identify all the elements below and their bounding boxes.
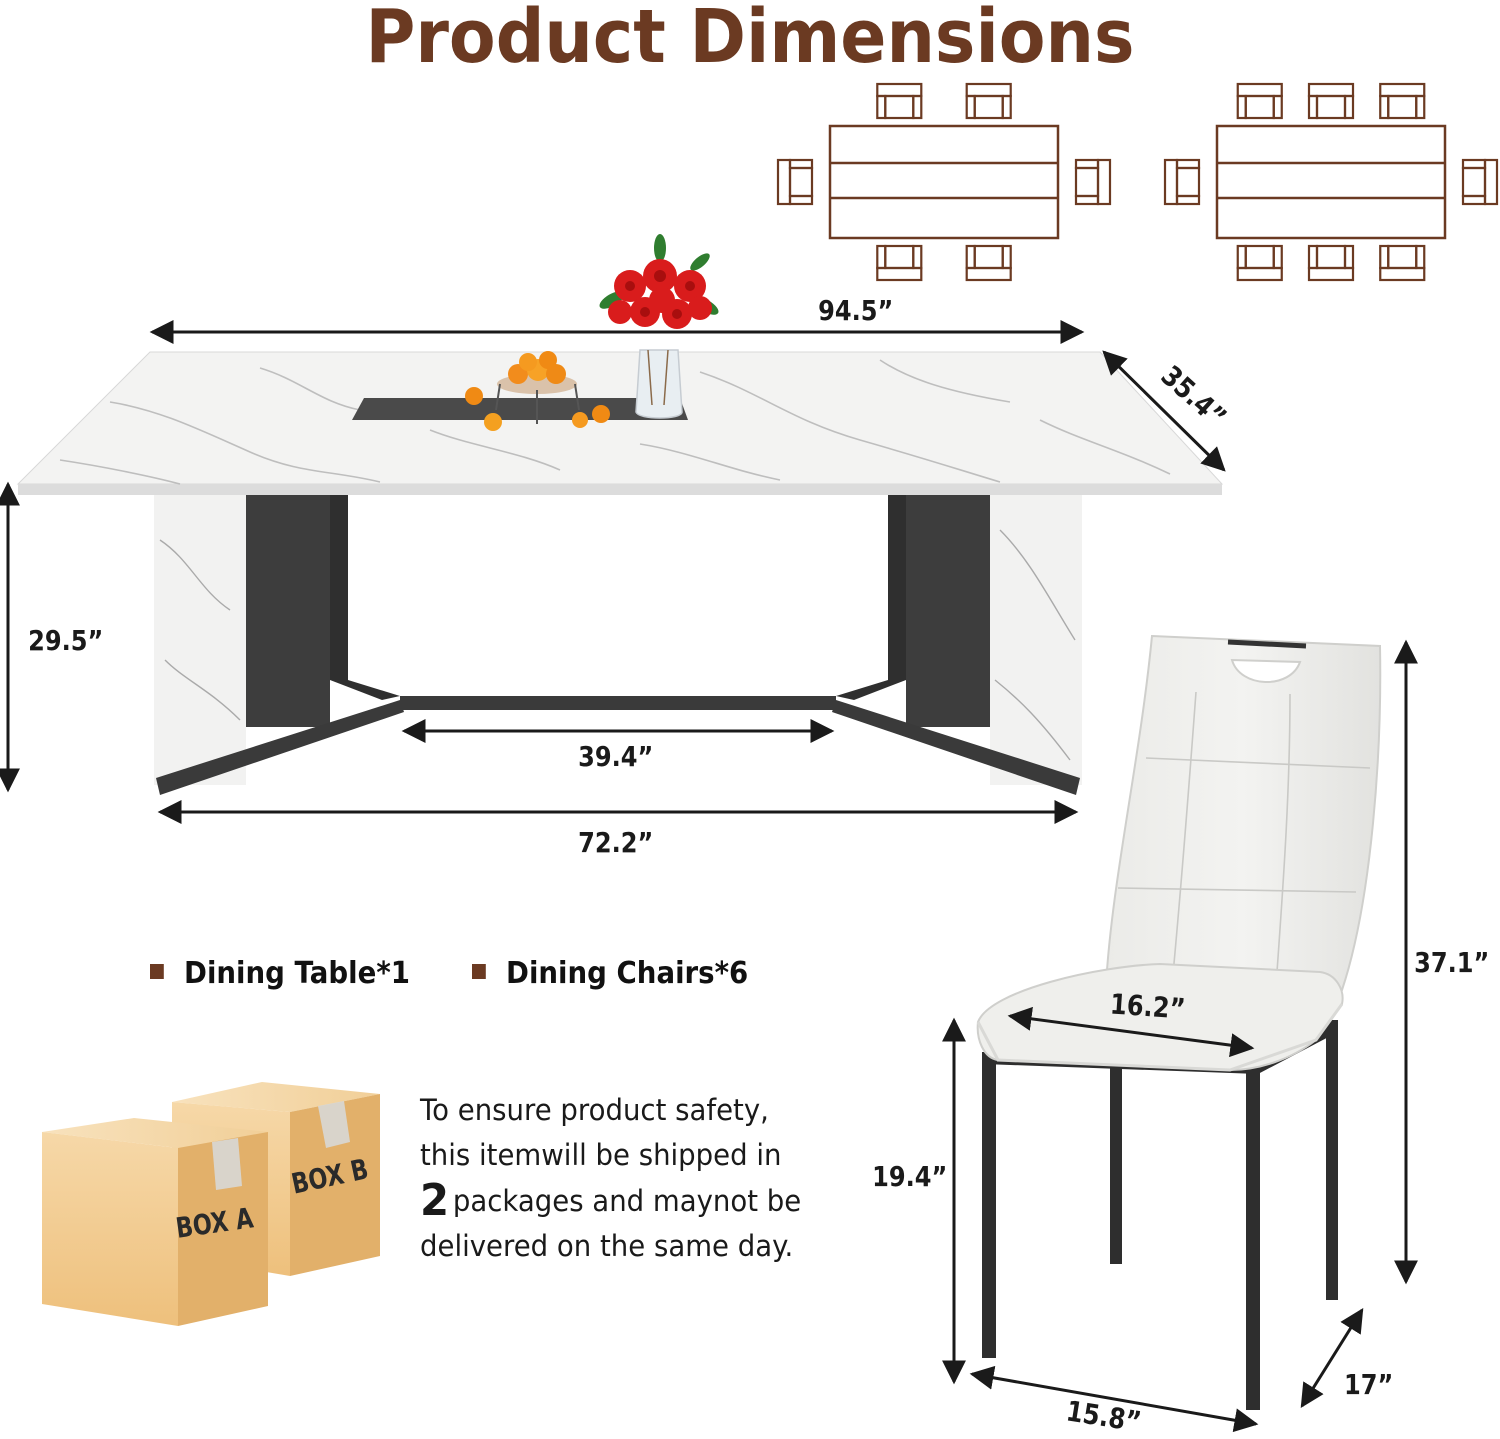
layout-6-seats: [828, 124, 1060, 240]
chair-depth-label: 17”: [1344, 1368, 1394, 1401]
flower-vase: [599, 234, 719, 419]
package-count: 2: [420, 1175, 450, 1226]
legend-square-icon: [472, 964, 486, 979]
chair-height-label: 37.1”: [1414, 946, 1490, 979]
seat-icon: [1163, 158, 1201, 206]
seat-icon: [876, 244, 923, 282]
table-height-label: 29.5”: [28, 624, 104, 657]
seat-height-label: 19.4”: [872, 1160, 948, 1193]
legend-label: Dining Table*1: [184, 956, 411, 991]
chair-dimension-arrows: [942, 639, 1418, 1433]
seat-width-label: 16.2”: [1109, 987, 1187, 1026]
seat-icon: [1379, 244, 1426, 282]
inner-span-label: 39.4”: [578, 740, 654, 773]
table-dimension-arrows: [0, 320, 1226, 824]
seat-icons: [776, 82, 1499, 282]
seat-icon: [1074, 158, 1112, 206]
seat-icon: [876, 82, 923, 120]
shipping-boxes: [42, 1082, 380, 1326]
table-length-label: 94.5”: [818, 294, 894, 327]
shipping-line-4: delivered on the same day.: [420, 1229, 794, 1263]
seat-icon: [965, 82, 1012, 120]
legend-dining-table: Dining Table*1: [150, 956, 410, 991]
seat-icon: [1236, 82, 1283, 120]
shipping-line-1: To ensure product safety,: [420, 1093, 769, 1127]
legend-label: Dining Chairs*6: [506, 956, 749, 991]
seat-icon: [776, 158, 814, 206]
legend-square-icon: [150, 964, 164, 979]
dining-table-illustration: [16, 234, 1224, 795]
page-title: Product Dimensions: [365, 0, 1135, 80]
shipping-line-3: packages and maynot be: [452, 1184, 802, 1218]
seat-icon: [965, 244, 1012, 282]
seat-icon: [1379, 82, 1426, 120]
shipping-note: To ensure product safety, this itemwill …: [420, 1088, 838, 1269]
shipping-line-2: this itemwill be shipped in: [420, 1138, 782, 1172]
seat-icon: [1307, 244, 1355, 282]
fruit-bowl: [465, 351, 610, 431]
leg-span-label: 72.2”: [578, 826, 654, 859]
legend-dining-chairs: Dining Chairs*6: [472, 956, 748, 991]
seat-icon: [1307, 82, 1355, 120]
seat-icon: [1236, 244, 1283, 282]
seat-icon: [1461, 158, 1499, 206]
layout-8-seats: [1215, 124, 1447, 240]
